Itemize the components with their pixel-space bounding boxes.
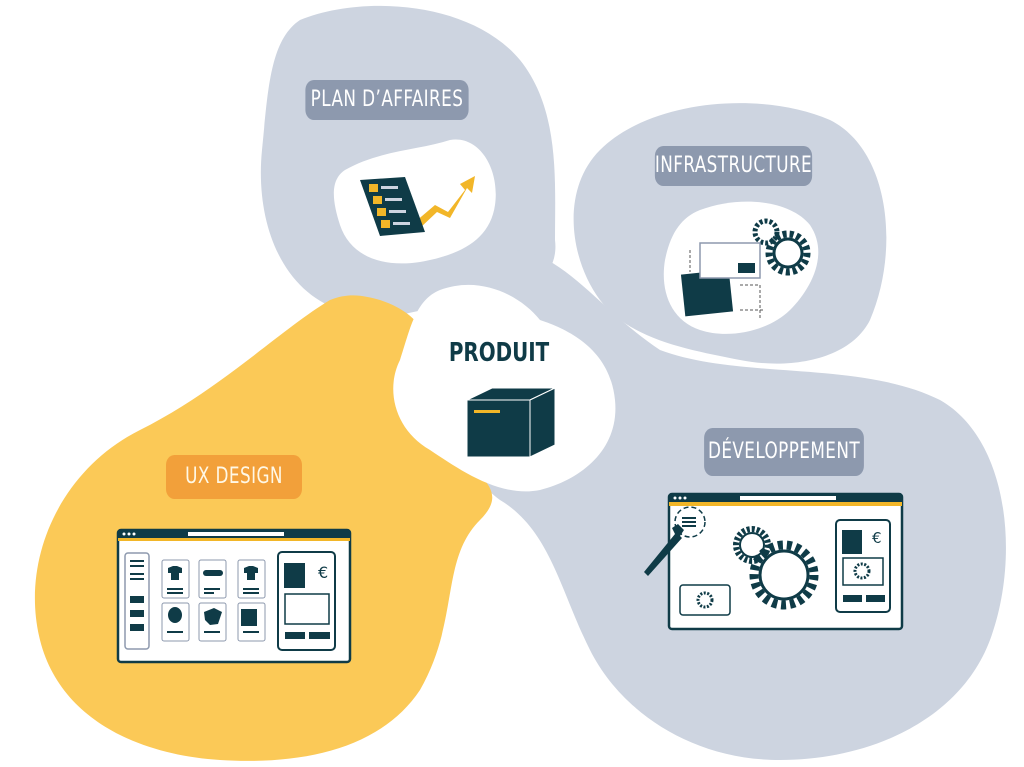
server-gears-icon — [680, 218, 811, 320]
checklist-growth-icon — [360, 176, 475, 236]
node-label-plan: PLAN D’AFFAIRES — [305, 80, 469, 120]
plan-icon-blob — [333, 139, 496, 264]
node-label-infra: INFRASTRUCTURE — [654, 146, 813, 186]
ecommerce-wireframe-icon: € — [116, 528, 352, 664]
node-label-dev: DÉVELOPPEMENT — [704, 428, 864, 476]
dev-currency: € — [872, 529, 882, 547]
node-label-ux: UX DESIGN — [166, 455, 302, 499]
box-icon — [466, 387, 556, 458]
browser-gears-wrench-icon: € — [644, 492, 904, 631]
ux-currency: € — [318, 563, 328, 582]
center-label-produit: PRODUIT — [448, 338, 550, 368]
